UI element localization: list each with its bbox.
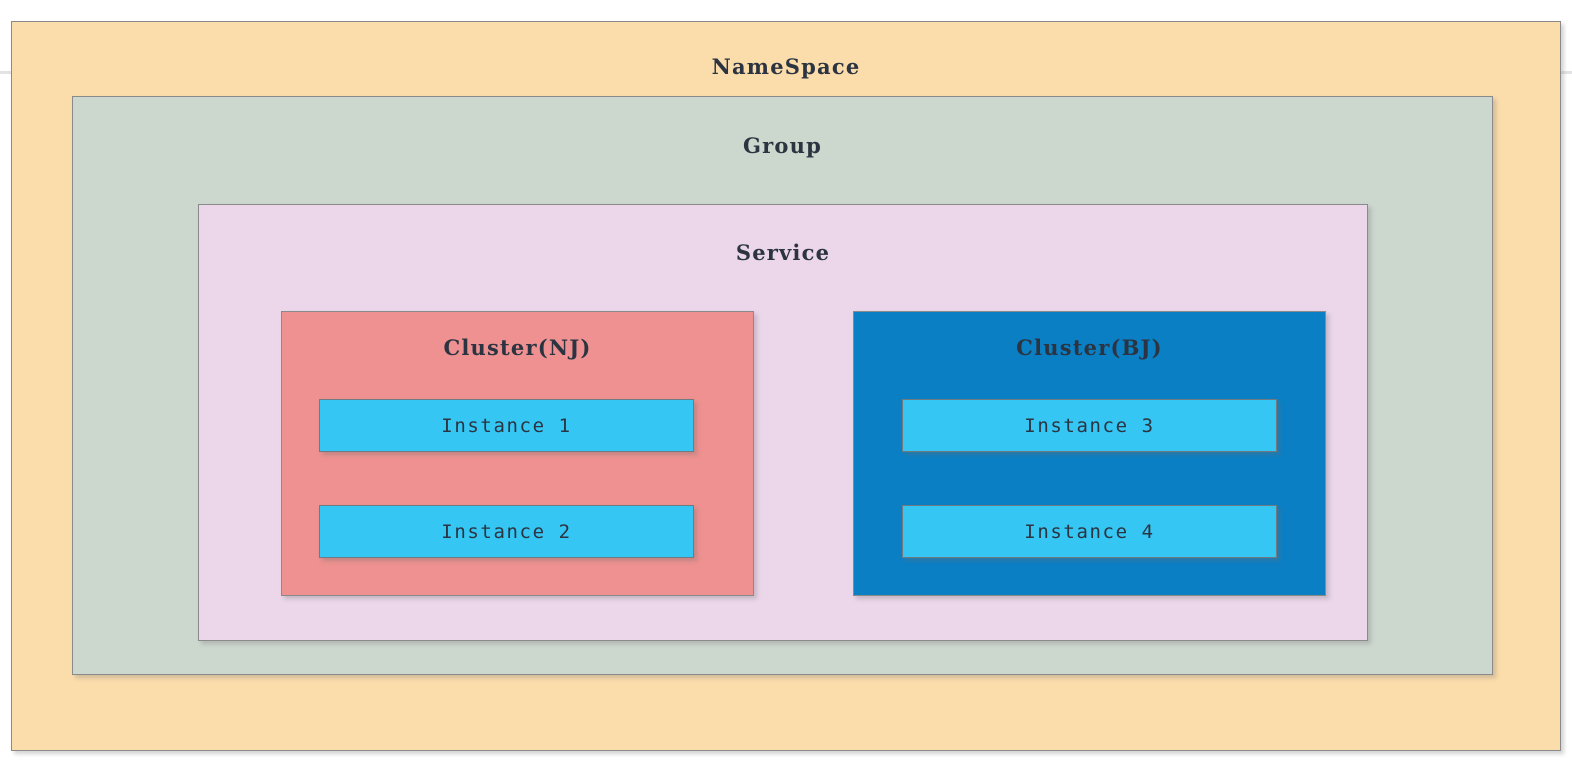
- instance-box[interactable]: Instance 1: [319, 399, 694, 452]
- group-label: Group: [743, 133, 822, 158]
- instance-box[interactable]: Instance 3: [902, 399, 1277, 452]
- namespace-label: NameSpace: [711, 54, 861, 79]
- cluster-bj-label: Cluster(BJ): [1016, 335, 1163, 360]
- group-container[interactable]: Group Service Cluster(NJ) Instance 1 Ins…: [72, 96, 1493, 675]
- cluster-nj-label: Cluster(NJ): [443, 335, 592, 360]
- service-label: Service: [735, 240, 831, 265]
- instance-box[interactable]: Instance 2: [319, 505, 694, 558]
- edge-connector-tick-left: [0, 71, 11, 74]
- service-container[interactable]: Service Cluster(NJ) Instance 1 Instance …: [198, 204, 1368, 641]
- edge-connector-tick-right: [1561, 71, 1572, 74]
- cluster-bj[interactable]: Cluster(BJ) Instance 3 Instance 4: [853, 311, 1326, 596]
- instance-box[interactable]: Instance 4: [902, 505, 1277, 558]
- cluster-nj[interactable]: Cluster(NJ) Instance 1 Instance 2: [281, 311, 754, 596]
- namespace-container[interactable]: NameSpace Group Service Cluster(NJ) Inst…: [11, 21, 1561, 751]
